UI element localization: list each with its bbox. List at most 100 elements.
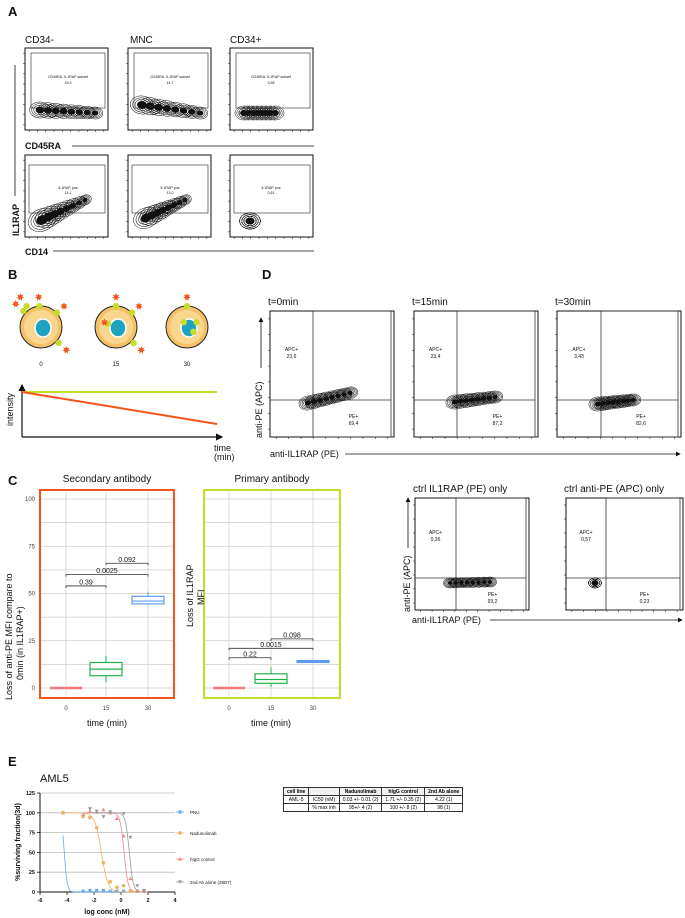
contour-line: [628, 396, 638, 404]
x-axis-label: log conc (nM): [84, 909, 130, 916]
box: [296, 659, 330, 664]
data-point: [61, 811, 65, 815]
y-axis-label: MFI: [196, 590, 206, 606]
table-cell: 4.22 (1): [424, 795, 464, 804]
table-cell: 1.71 +/- 0.35 (2): [381, 795, 426, 804]
y-tick-label: 25: [28, 639, 35, 645]
y-tick-label: 50: [29, 850, 35, 856]
data-point: [108, 810, 113, 815]
secondary-antibody-icon: [137, 346, 146, 354]
flow-plot: [228, 154, 314, 239]
series: 2nd Ab alone (28D7): [87, 807, 232, 893]
y-tick-label: 0: [32, 686, 36, 692]
data-point: [87, 809, 92, 813]
apc-gate-label: APC+: [429, 347, 442, 353]
plot-frame: [269, 310, 395, 438]
contour-line: [179, 195, 191, 205]
pe-gate-label: PE+: [636, 414, 646, 420]
x-tick-label: 0: [119, 898, 122, 904]
flow-plot: [126, 154, 212, 239]
data-point: [121, 833, 126, 838]
data-point: [94, 826, 99, 830]
plot-frame: [556, 310, 682, 438]
contour-line: [345, 389, 355, 397]
plot-title: t=30min: [555, 297, 591, 308]
x-tick-label: -2: [92, 898, 97, 904]
plot-title: t=0min: [268, 297, 298, 308]
table-cell: AML-5: [282, 795, 310, 804]
data-point: [121, 883, 126, 888]
contour-line: [484, 577, 496, 587]
secondary-antibody-icon: [34, 293, 43, 301]
cell-illustration: [94, 293, 146, 354]
data-point: [87, 807, 92, 811]
nucleus-icon: [34, 318, 52, 338]
contour-line: [90, 109, 100, 117]
gate-name: CD45RA, IL1RAP subset: [150, 75, 190, 79]
table-cell: 98 (1): [424, 803, 464, 812]
panel-label-a: A: [8, 4, 18, 19]
contour-line: [178, 194, 192, 206]
fit-curve: [90, 812, 148, 893]
contour-line: [80, 196, 90, 204]
apc-gate-value: 0,36: [431, 537, 441, 543]
apc-gate-value: 23,6: [287, 354, 297, 360]
primary-antibody-icon: [20, 307, 27, 315]
panel-label-d: D: [262, 267, 271, 282]
contour-line: [247, 219, 253, 223]
apc-gate-label: APC+: [572, 347, 585, 353]
quadrant-gate: [456, 310, 536, 438]
plot-title: ctrl IL1RAP (PE) only: [413, 484, 507, 495]
contour-line: [343, 387, 357, 399]
x-tick-label: 15: [103, 706, 110, 712]
table-row: % max inh 95+/- 4 (2) 100 +/- 8 (2) 98 (…: [282, 803, 464, 812]
x-axis-label: time (min): [87, 718, 127, 728]
x-tick-label: 0: [64, 706, 68, 712]
p-value-label: 0.092: [118, 557, 136, 564]
column-title: MNC: [130, 35, 153, 46]
significance-bracket: [65, 585, 107, 588]
gate-name: CD45RA, IL1RAP subset: [48, 75, 88, 79]
contour-line: [483, 576, 497, 588]
significance-bracket: [228, 647, 314, 651]
secondary-antibody-icon: [100, 318, 109, 326]
contour-line: [488, 391, 502, 403]
contour-line: [493, 395, 497, 399]
plot-frame: [565, 497, 684, 611]
contour-line: [78, 194, 92, 206]
table-header: cell line: [282, 787, 310, 796]
contour-line: [490, 393, 500, 401]
plot-frame: [413, 310, 539, 438]
gate-name: CD45RA, IL1RAP subset: [251, 75, 291, 79]
contour-line: [86, 106, 104, 120]
contour-line: [61, 109, 66, 113]
significance-bracket: [65, 574, 149, 577]
data-point: [128, 876, 133, 881]
x-axis-label: time: [214, 443, 231, 453]
panel-d: t=0minAPC+23,6PE+69,4t=15minAPC+23,4PE+8…: [254, 297, 684, 625]
secondary-antibody-icon: [135, 302, 143, 310]
contour-line: [193, 107, 207, 119]
contour-line: [486, 390, 504, 404]
data-point: [101, 888, 106, 893]
box-iqr: [131, 595, 165, 605]
x-tick-label: 4: [173, 898, 177, 904]
data-point: [101, 807, 106, 812]
secondary-antibody-icon: [16, 293, 25, 301]
x-tick-label: 2: [146, 898, 149, 904]
contour-line: [631, 398, 635, 402]
p-value-label: 0.098: [283, 632, 301, 639]
data-point: [95, 888, 99, 893]
quadrant-gate: [600, 310, 679, 438]
p-value-label: 0.0015: [260, 642, 282, 649]
apc-gate-label: APC+: [285, 347, 298, 353]
y-axis-label: %surviving fraction(3d): [15, 803, 22, 881]
plot-frame: [127, 154, 212, 238]
contour-line: [79, 195, 91, 205]
contour-line: [83, 198, 87, 202]
x-axis-label: time (min): [251, 718, 291, 728]
